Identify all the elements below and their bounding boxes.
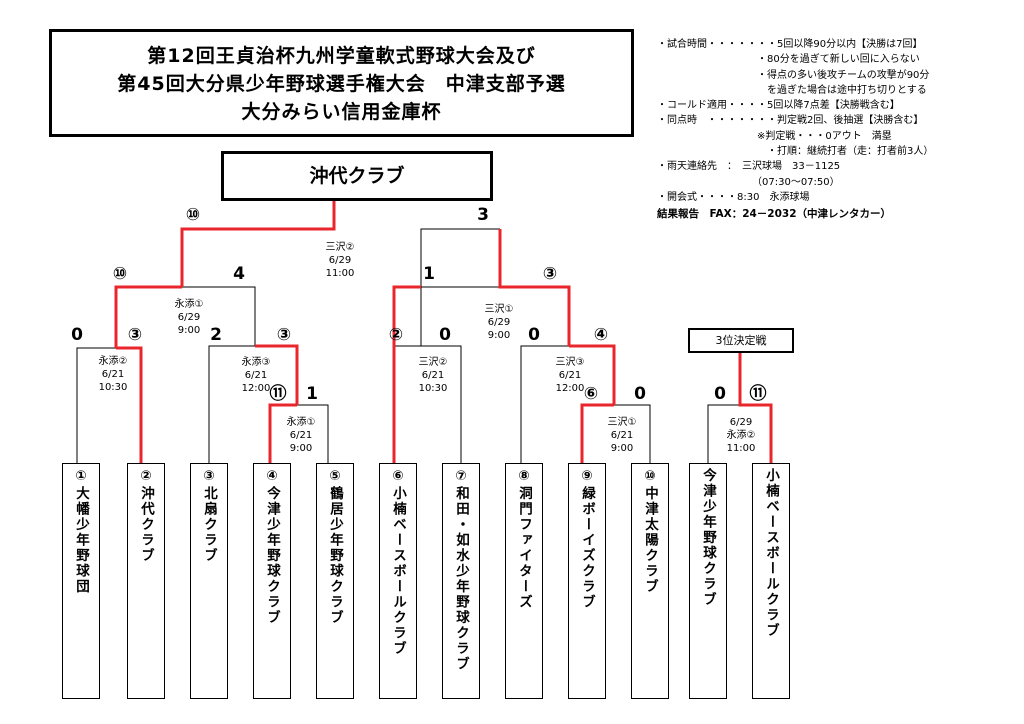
winner-line [255,344,299,405]
info-line: ※判定戦・・・0アウト 満塁 [657,130,892,142]
team-name: ⑧洞門ファイターズ [516,468,532,610]
bracket-line [394,345,462,463]
winner-line [114,285,182,348]
match-schedule: 永添② 6/21 10:30 [98,356,128,393]
score: ③ [276,325,292,345]
score: 0 [714,384,726,404]
match-schedule: 永添③ 6/21 12:00 [241,357,271,394]
team-box: ⑦和田・如水少年野球クラブ [442,463,480,699]
team-box: ⑩中津太陽クラブ [631,463,669,699]
team-box: ⑨緑ボーイズクラブ [568,463,606,699]
match-schedule: 6/29 永添② 11:00 [726,417,756,454]
score: ⑥ [583,384,599,404]
match-schedule: 三沢③ 6/21 12:00 [555,357,585,394]
score: 2 [210,325,222,345]
winner-line [498,229,571,346]
score: 4 [233,264,245,284]
score: 1 [306,384,318,404]
score: 0 [71,325,83,345]
team-box: ⑧洞門ファイターズ [505,463,543,699]
score: ⑩ [185,205,201,225]
winner-line [180,201,336,287]
team-name: ⑩中津太陽クラブ [642,468,658,595]
bracket-line [182,286,256,346]
rules-info: ・試合時間・・・・・・・5回以降90分以内【決勝は7回】 ・80分を過ぎて新しい… [657,37,1017,205]
score: ⑪ [749,384,767,404]
bracket-line [520,345,582,463]
team-box: ④今津少年野球クラブ [253,463,291,699]
match-schedule: 三沢② 6/29 11:00 [325,242,355,279]
team-box: ③北扇クラブ [190,463,228,699]
bracket-line [614,404,651,463]
winner-line [268,403,297,463]
winner-line [580,403,614,463]
info-line: ・打順：継続打者（走：打者前3人） [657,146,934,158]
team-name: ⑨緑ボーイズクラブ [579,468,595,610]
info-line: ・雨天連絡先 ： 三沢球場 33－1125 [657,161,841,173]
score: 0 [634,384,646,404]
bracket-line [208,345,270,463]
bracket-line [707,404,740,463]
team-name: ⑤鶴居少年野球クラブ [327,468,343,626]
score: ④ [593,325,609,345]
score: ⑩ [112,264,128,284]
champion-box: 沖代クラブ [221,151,493,201]
team-name: ④今津少年野球クラブ [264,468,280,626]
match-schedule: 三沢① 6/21 9:00 [607,417,637,454]
match-schedule: 三沢② 6/21 10:30 [418,357,448,394]
title-line-2: 第45回大分県少年野球選手権大会 中津支部予選 [117,73,566,95]
title-line-3: 大分みらい信用金庫杯 [241,101,442,123]
team-box: ①大幡少年野球団 [62,463,100,699]
tournament-title-box: 第12回王貞治杯九州学童軟式野球大会及び 第45回大分県少年野球選手権大会 中津… [49,29,634,137]
info-line: ・開会式・・・・8:30 永添球場 [657,191,810,203]
team-name: ⑥小楠ベースボールクラブ [390,468,406,657]
winner-line [738,353,773,463]
match-schedule: 永添① 6/29 9:00 [174,299,204,336]
score: ③ [542,264,558,284]
info-line: ・同点時 ・・・・・・・判定戦2回、後抽選【決勝含む】 [657,115,924,127]
team-box: 今津少年野球クラブ [689,463,727,699]
result-report-fax: 結果報告 FAX：24－2032（中津レンタカー） [657,208,892,220]
score: ⑪ [269,384,287,404]
team-box: ⑥小楠ベースボールクラブ [379,463,417,699]
winner-line [392,285,421,463]
info-line: ・80分を過ぎて新しい回に入らない [657,54,920,66]
info-line: ・試合時間・・・・・・・5回以降90分以内【決勝は7回】 [657,39,923,50]
winner-line [569,344,616,405]
score: 0 [439,325,451,345]
score: 0 [528,325,540,345]
info-line: （07:30～07:50） [657,176,840,188]
team-name: ③北扇クラブ [201,468,217,564]
team-name: ②沖代クラブ [138,468,154,564]
team-name: 今津少年野球クラブ [700,468,716,608]
team-box: ⑤鶴居少年野球クラブ [316,463,354,699]
team-name: ⑦和田・如水少年野球クラブ [453,468,469,672]
team-name: 小楠ベースボールクラブ [763,468,779,639]
score: 1 [423,264,435,284]
team-box: 小楠ベースボールクラブ [752,463,790,699]
info-line: ・得点の多い後攻チームの攻撃が90分 [657,69,930,81]
third-place-label: 3位決定戦 [688,328,794,353]
title-line-1: 第12回王貞治杯九州学童軟式野球大会及び [147,45,536,67]
team-name: ①大幡少年野球団 [73,468,89,595]
match-schedule: 永添① 6/21 9:00 [286,417,316,454]
info-line: ・コールド適用・・・・5回以降7点差【決勝戦含む】 [657,100,900,112]
team-box: ②沖代クラブ [127,463,165,699]
info-line: を過ぎた場合は途中打ち切りとする [657,84,927,96]
score: ② [388,325,404,345]
bracket-line [420,228,500,287]
winner-line [116,346,143,463]
score: ③ [127,325,143,345]
match-schedule: 三沢① 6/29 9:00 [484,304,514,341]
score: 3 [477,205,489,225]
